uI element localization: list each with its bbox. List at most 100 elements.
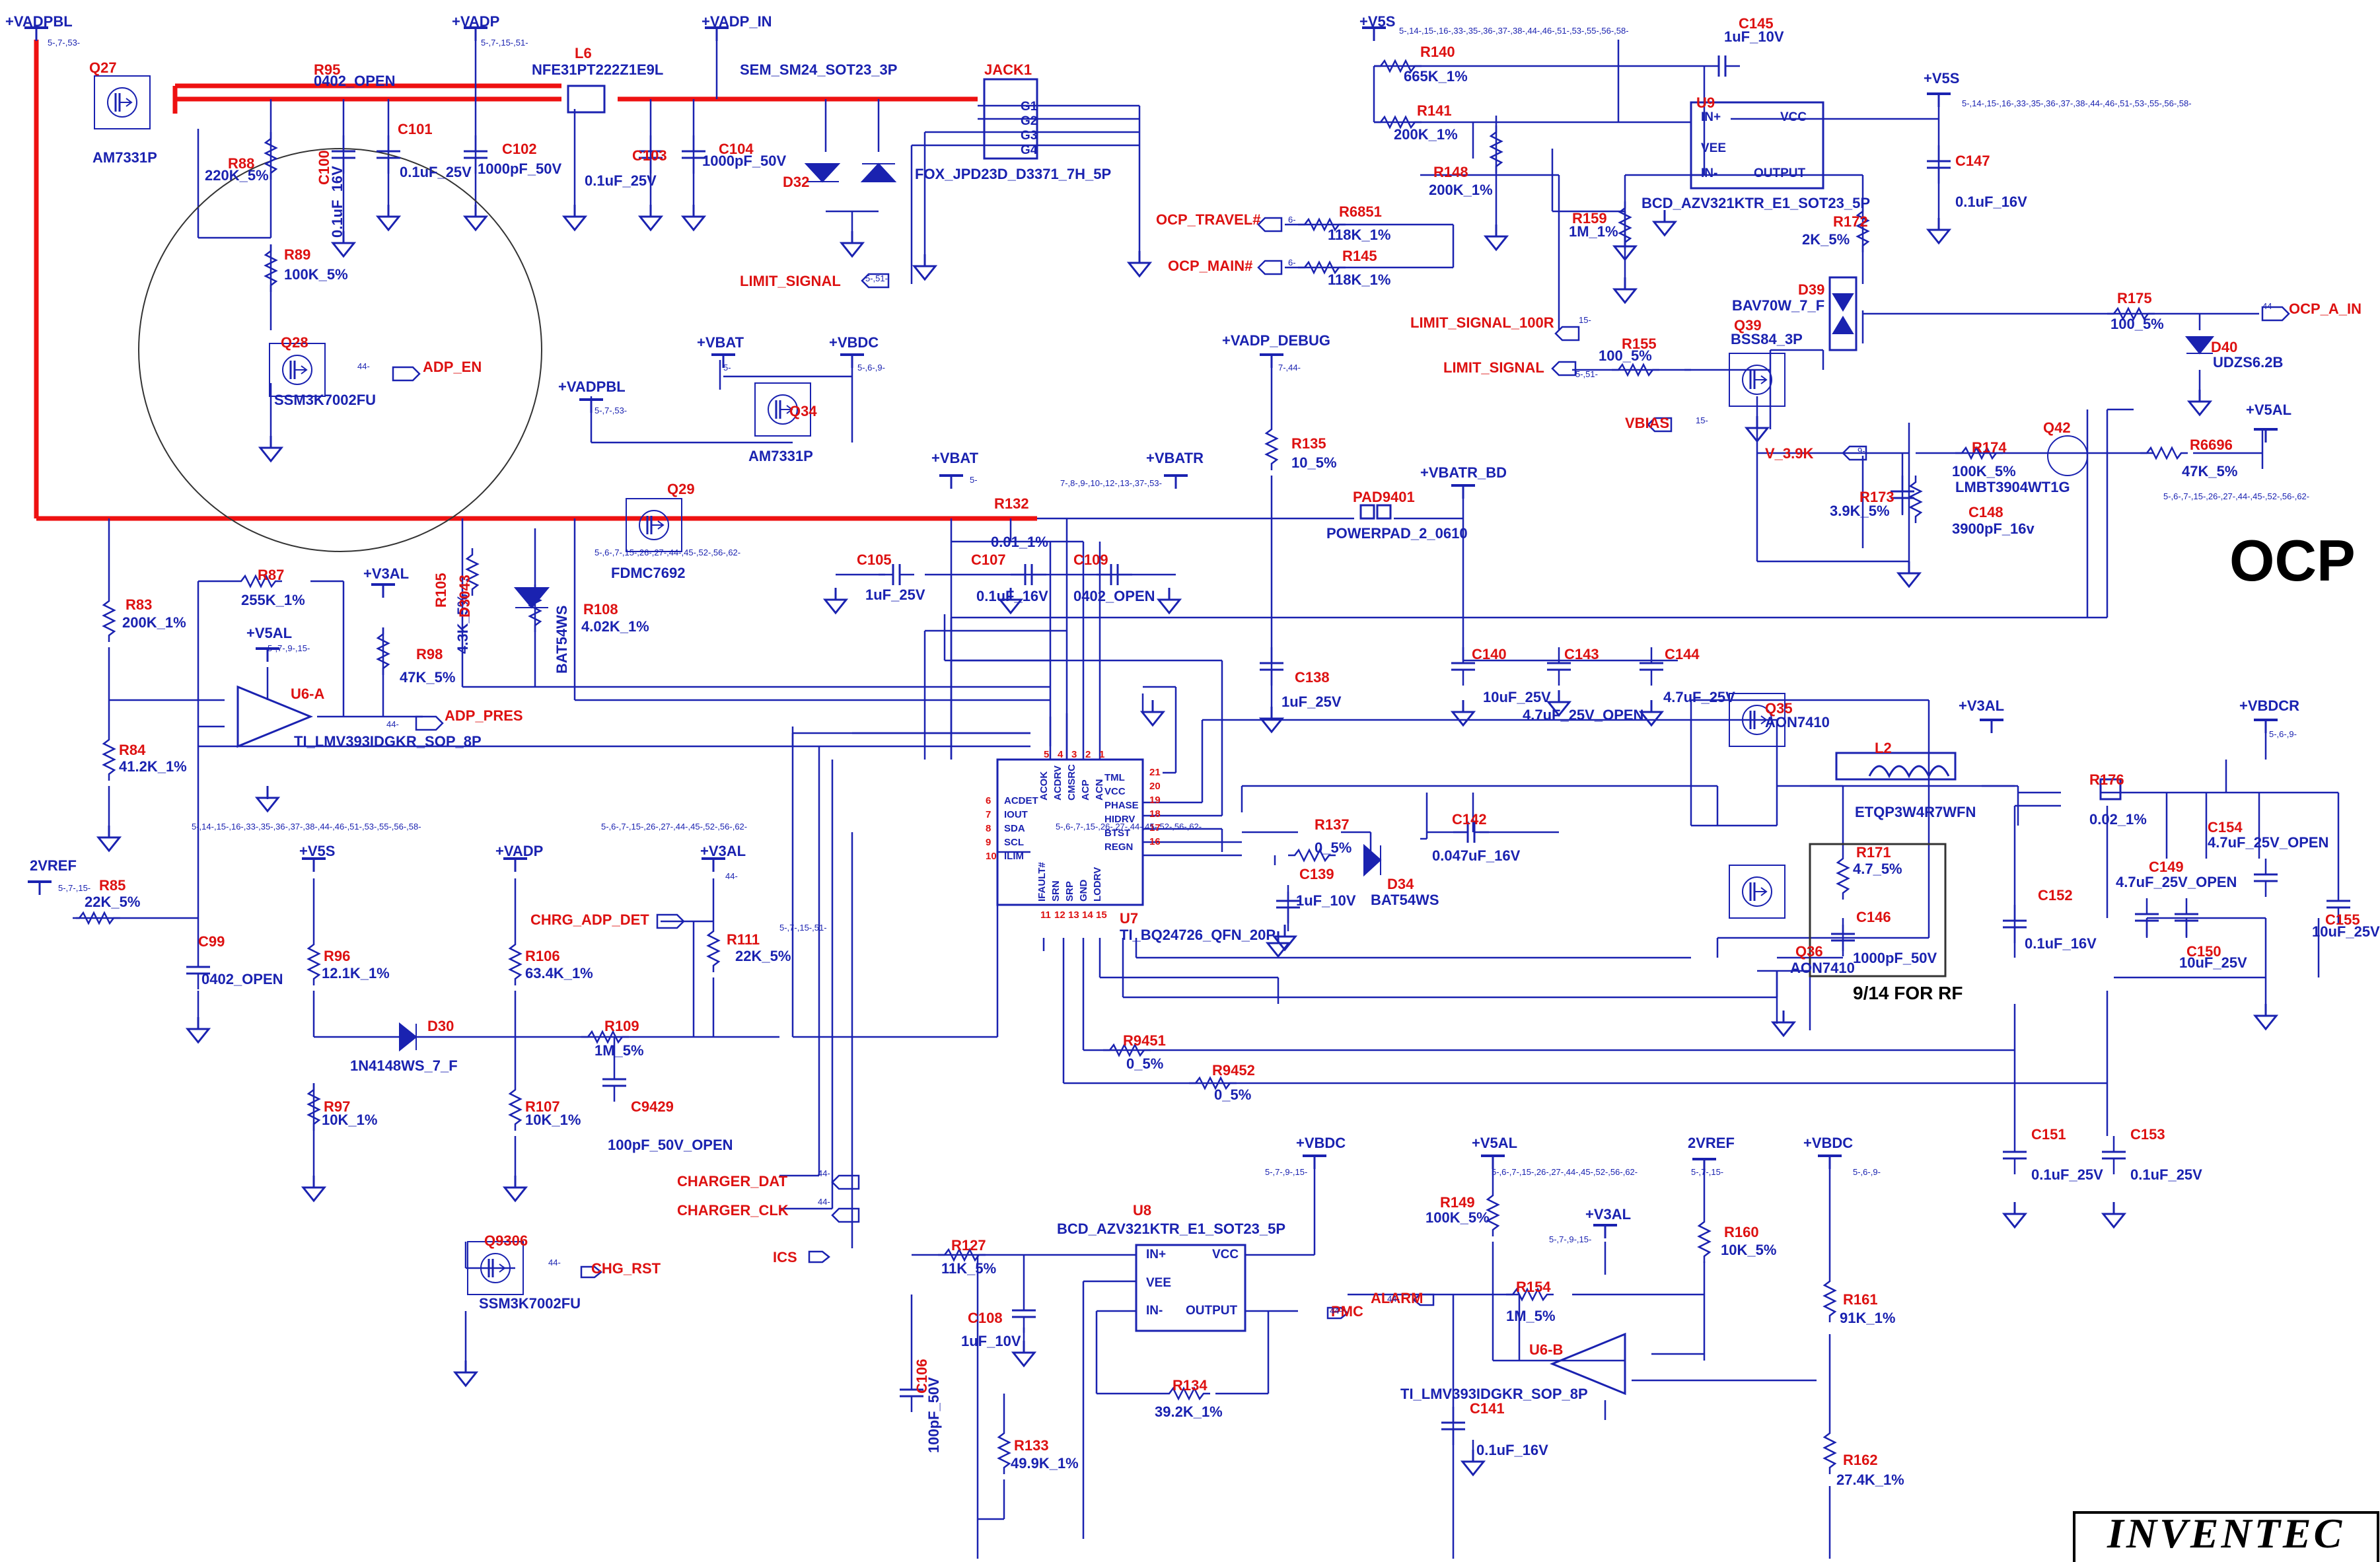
component-value-c100: 0.1uF_16V: [329, 166, 345, 238]
component-value-c151: 0.1uF_25V: [2031, 1166, 2103, 1183]
component-ref-r149: R149: [1440, 1194, 1475, 1211]
component-value-l2: ETQP3W4R7WFN: [1855, 804, 1976, 820]
component-ref-r133: R133: [1014, 1437, 1049, 1454]
component-value-r6696: 47K_5%: [2182, 463, 2238, 479]
signal-label: ALARM: [1371, 1290, 1424, 1306]
component-ref-r96: R96: [324, 948, 351, 964]
page-ref: 7-,8-,9-,10-,12-,13-,37-,53-: [1060, 478, 1162, 488]
power-rails: [34, 40, 1037, 521]
signal-label: ICS: [773, 1249, 797, 1265]
component-ref-r87: R87: [258, 567, 285, 583]
page-ref: 44-: [725, 871, 738, 881]
u7-pin-top: ACN: [1094, 779, 1105, 801]
page-ref: 5-,7-,9-,15-: [1265, 1167, 1308, 1177]
signal-label: LIMIT_SIGNAL: [740, 273, 841, 289]
net-label: +VBAT: [931, 450, 979, 466]
signal-port-arrows: [392, 217, 2290, 1320]
component-value-l6: NFE31PT222Z1E9L: [532, 61, 664, 78]
component-ref-c138: C138: [1295, 669, 1330, 686]
u7-pin-num: 6: [986, 795, 992, 806]
u7-pin-right: VCC: [1104, 786, 1126, 797]
component-value-u6b: TI_LMV393IDGKR_SOP_8P: [1400, 1386, 1588, 1402]
component-value-c148: 3900pF_16v: [1952, 520, 2035, 537]
component-ref-r176: R176: [2089, 771, 2124, 788]
component-value-r175: 100_5%: [2110, 316, 2164, 332]
net-label: +V3AL: [1585, 1206, 1632, 1223]
component-ref-r135: R135: [1291, 435, 1326, 452]
component-value-r96: 12.1K_1%: [322, 965, 390, 981]
component-ref-c9429: C9429: [631, 1098, 674, 1115]
component-value-r9452: 0_5%: [1214, 1086, 1252, 1103]
u7-pin-num: 3: [1071, 749, 1077, 760]
component-ref-r154: R154: [1516, 1279, 1551, 1295]
net-label: +VADP: [495, 843, 544, 859]
page-ref: 5-,51-: [1575, 369, 1598, 379]
component-ref-c107: C107: [971, 551, 1006, 568]
component-ref-r84: R84: [119, 742, 146, 758]
component-value-q34: AM7331P: [748, 448, 813, 464]
u7-pin-right: REGN: [1104, 841, 1134, 853]
component-ref-c104: C104: [719, 141, 754, 157]
component-value-d39: BAV70W_7_F: [1732, 297, 1825, 314]
component-value-r95: 0402_OPEN: [314, 73, 396, 89]
page-ref: 5-,6-,7-,15-,26-,27-,44-,45-,52-,56-,62-: [1492, 1167, 1638, 1177]
signal-label: OCP_A_IN: [2289, 301, 2362, 317]
u8-pin: OUTPUT: [1186, 1304, 1238, 1318]
component-ref-d40: D40: [2211, 339, 2238, 355]
component-ref-r89: R89: [284, 246, 311, 263]
page-ref: 5-,6-,9-: [857, 363, 885, 373]
component-ref-pad9401: PAD9401: [1353, 489, 1415, 505]
component-value-q29: FDMC7692: [611, 565, 686, 581]
component-value-r108: 4.02K_1%: [581, 618, 649, 635]
component-ref-r141: R141: [1417, 102, 1452, 119]
component-ref-c151: C151: [2031, 1126, 2066, 1143]
component-ref-c108: C108: [968, 1310, 1003, 1326]
u7-pin-num: 19: [1149, 795, 1161, 806]
component-ref-c99: C99: [198, 933, 225, 950]
component-value-q28: SSM3K7002FU: [274, 392, 377, 408]
u7-pin-left: ILIM: [1004, 851, 1024, 862]
u8-pin: VCC: [1212, 1248, 1239, 1261]
net-label: +V3AL: [700, 843, 746, 859]
u7-pin-top: ACOK: [1038, 771, 1050, 800]
net-label: +VADPBL: [5, 13, 73, 30]
component-ref-c139: C139: [1299, 866, 1334, 882]
page-ref: 5-,7-,15-,51-: [481, 38, 528, 48]
page-ref: 5-,14-,15-,16-,33-,35-,36-,37-,38-,44-,4…: [1399, 26, 1629, 36]
component-value-r173: 3.9K_5%: [1830, 503, 1890, 519]
component-value-r9451: 0_5%: [1126, 1055, 1164, 1072]
page-ref: 5-,7-,15-: [58, 883, 91, 893]
component-ref-q34: Q34: [789, 403, 817, 419]
component-value-c109: 0402_OPEN: [1073, 588, 1155, 604]
component-ref-r127: R127: [951, 1237, 986, 1254]
jack1-pin: G3: [1021, 129, 1038, 143]
component-value-r133: 49.9K_1%: [1011, 1455, 1079, 1472]
component-ref-d3043: D3043: [456, 575, 473, 618]
component-ref-q39: Q39: [1734, 317, 1762, 334]
component-value-r127: 11K_5%: [941, 1260, 997, 1277]
component-ref-r97: R97: [324, 1098, 351, 1115]
component-ref-r137: R137: [1315, 816, 1350, 833]
component-value-c9429: 100pF_50V_OPEN: [608, 1137, 733, 1153]
component-value-r87: 255K_1%: [241, 592, 305, 608]
component-value-r155: 100_5%: [1599, 347, 1652, 364]
net-label: +V5S: [299, 843, 336, 859]
component-ref-d34: D34: [1387, 876, 1414, 892]
component-value-c145: 1uF_10V: [1724, 28, 1784, 45]
component-ref-q42: Q42: [2043, 419, 2071, 436]
u9-pin: IN+: [1701, 110, 1721, 124]
component-value-q36: AON7410: [1790, 960, 1855, 976]
component-value-r171: 4.7_5%: [1853, 861, 1902, 877]
u7-pin-bottom: IFAULT#: [1036, 862, 1048, 902]
component-ref-l2: L2: [1875, 740, 1892, 756]
component-value-c153: 0.1uF_25V: [2130, 1166, 2202, 1183]
component-ref-c150: C150: [2186, 943, 2221, 960]
page-ref: 44-: [548, 1258, 561, 1267]
u9-pin: OUTPUT: [1754, 166, 1806, 180]
component-ref-u8: U8: [1133, 1202, 1152, 1219]
component-ref-r134: R134: [1172, 1377, 1208, 1394]
component-value-r172: 2K_5%: [1802, 231, 1850, 248]
u7-pin-left: SDA: [1004, 823, 1025, 834]
page-ref: 44-: [1387, 1294, 1400, 1304]
component-ref-r6696: R6696: [2190, 437, 2233, 453]
